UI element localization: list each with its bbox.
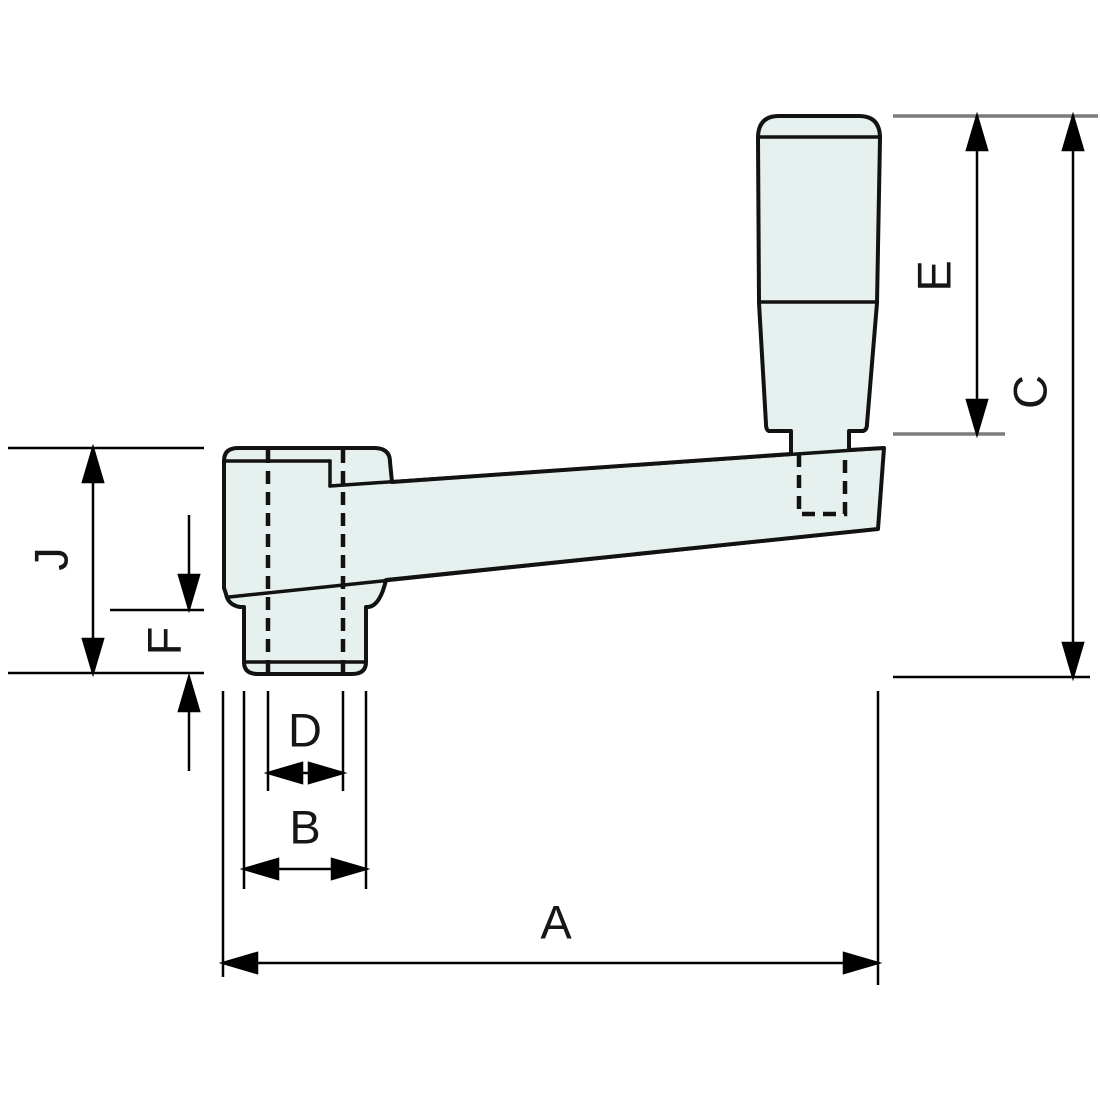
part-detail-lines: [222, 135, 886, 664]
arrow-left: [218, 951, 259, 975]
dimension-b: [239, 857, 371, 881]
arrow-down: [1061, 641, 1085, 682]
dimension-label-b: B: [289, 800, 321, 854]
dimension-j: [81, 443, 105, 678]
dimension-c: [1061, 111, 1085, 682]
dimension-label-e: E: [907, 260, 961, 292]
arrow-right: [307, 761, 348, 785]
arrow-up: [177, 672, 201, 713]
hidden-stem: [796, 450, 848, 517]
extension-lines-gray: [893, 114, 1098, 436]
dimension-d: [263, 761, 348, 785]
dimension-e: [965, 111, 989, 439]
arrow-right: [330, 857, 371, 881]
hidden-lines: [265, 450, 848, 673]
dimension-label-d: D: [288, 703, 322, 757]
dimension-label-a: A: [540, 895, 572, 949]
arrow-down: [177, 573, 201, 614]
dimension-a: [218, 951, 883, 975]
arrow-right: [842, 951, 883, 975]
dimension-label-j: J: [24, 547, 78, 571]
part-silhouette: [222, 114, 886, 676]
dimension-label-c: C: [1003, 375, 1057, 409]
arrow-left: [239, 857, 280, 881]
dimension-lines: [81, 111, 1085, 975]
arrow-left: [263, 761, 304, 785]
arm-top-edge: [328, 446, 886, 488]
dimension-label-f: F: [137, 626, 191, 656]
extension-lines: [8, 446, 1090, 985]
arrow-up: [965, 111, 989, 152]
arrow-down: [965, 398, 989, 439]
arrow-up: [81, 443, 105, 484]
arrow-down: [81, 637, 105, 678]
dimension-f: [177, 515, 201, 771]
arm-bottom-edge: [227, 527, 880, 599]
arrow-up: [1061, 111, 1085, 152]
